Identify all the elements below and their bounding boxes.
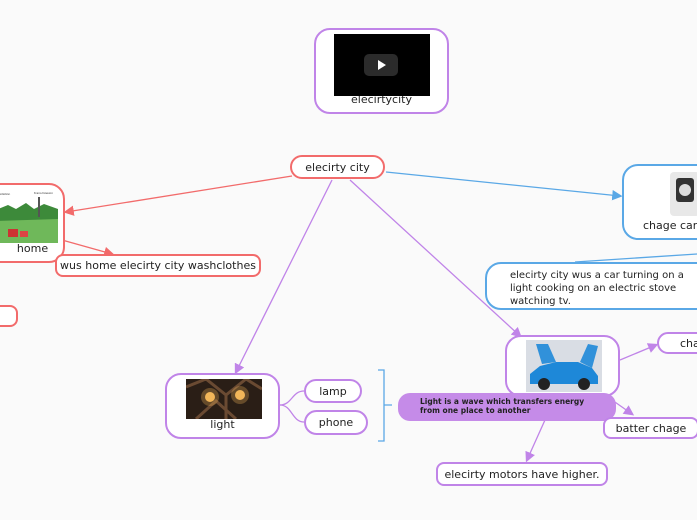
edge-car-motors — [525, 419, 546, 463]
car-image — [526, 340, 602, 392]
edge-center-light — [234, 179, 333, 375]
light-node[interactable]: light — [165, 373, 280, 439]
city-note-node[interactable]: elecirty city wus a car turning on a lig… — [485, 262, 697, 310]
video-node[interactable]: elecirtycity — [314, 28, 449, 114]
battery-label: batter chage — [615, 421, 687, 435]
video-thumbnail[interactable] — [334, 34, 430, 96]
edge-light-phone — [279, 404, 305, 423]
light-definition-text: Light is a wave which transfers energy f… — [420, 397, 585, 415]
edge-charge-note — [574, 253, 697, 263]
lamp-label: lamp — [319, 384, 347, 398]
home-label: home — [16, 242, 49, 255]
light-label: light — [210, 418, 235, 431]
edge-light-lamp — [279, 390, 305, 406]
lamp-image — [186, 379, 262, 419]
charge-car-label: chage car b — [643, 219, 697, 232]
cha-node[interactable]: cha — [657, 332, 697, 354]
house-diagram-image: station transmission — [0, 189, 58, 243]
charger-image — [670, 172, 697, 216]
car-node[interactable] — [505, 335, 620, 397]
offscreen-node[interactable] — [0, 305, 18, 327]
lamp-node[interactable]: lamp — [304, 379, 362, 403]
home-node[interactable]: station transmission home — [0, 183, 65, 263]
edge-home-detail — [61, 239, 115, 257]
motors-label: elecirty motors have higher. — [444, 467, 600, 481]
video-label: elecirtycity — [351, 93, 412, 106]
battery-node[interactable]: batter chage — [603, 417, 697, 439]
center-label: elecirty city — [305, 160, 370, 174]
city-note-text: elecirty city wus a car turning on a lig… — [510, 270, 684, 307]
play-icon — [378, 60, 386, 70]
motors-node[interactable]: elecirty motors have higher. — [436, 462, 608, 486]
home-detail-label: wus home elecirty city washclothes — [60, 259, 256, 272]
edge-car-cha — [619, 343, 659, 361]
bracket — [378, 369, 392, 442]
cha-label: cha — [680, 336, 697, 350]
light-definition-node[interactable]: Light is a wave which transfers energy f… — [398, 393, 616, 421]
play-button[interactable] — [364, 54, 398, 76]
svg-text:station: station — [0, 192, 10, 196]
phone-node[interactable]: phone — [304, 410, 368, 435]
edge-center-home — [63, 175, 293, 216]
phone-label: phone — [318, 416, 354, 429]
charge-car-node[interactable]: chage car b — [622, 164, 697, 240]
svg-text:transmission: transmission — [34, 191, 53, 195]
center-node[interactable]: elecirty city — [290, 155, 385, 179]
home-detail-node[interactable]: wus home elecirty city washclothes — [55, 254, 261, 277]
edge-center-charge — [385, 171, 623, 201]
edge-center-car — [349, 179, 522, 338]
